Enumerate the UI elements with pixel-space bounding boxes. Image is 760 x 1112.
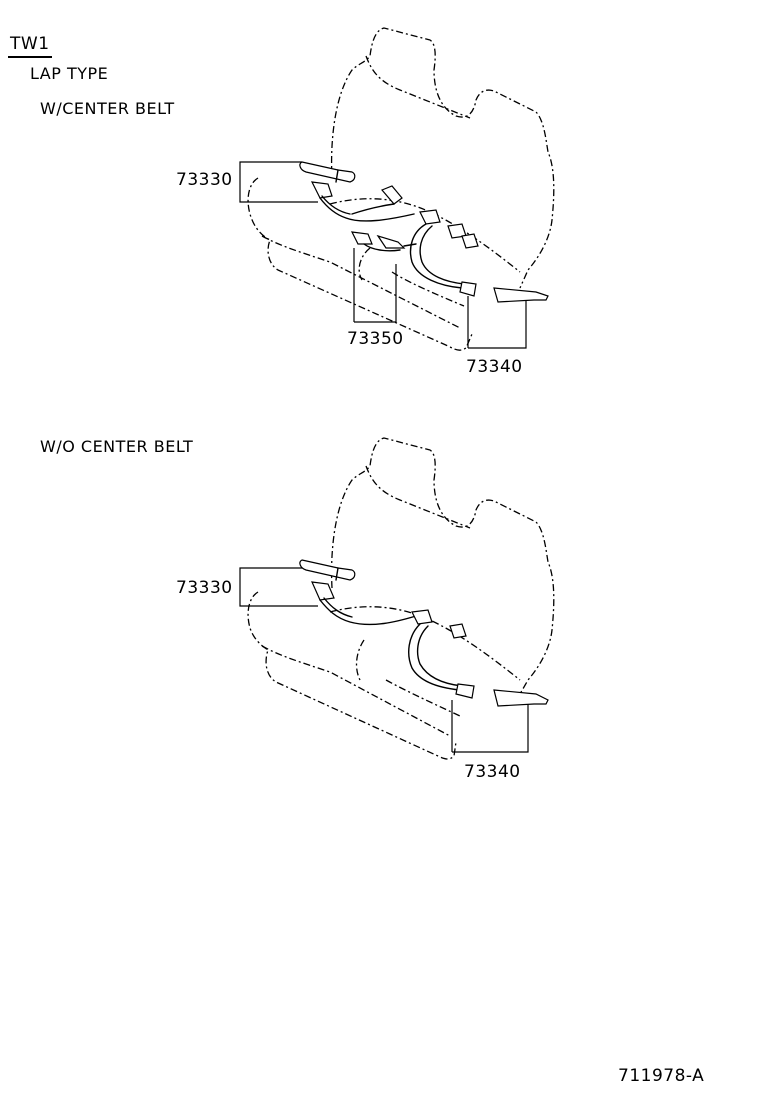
seat-assembly-with-center-belt [239,27,555,351]
seat-cushion-outline-2 [247,591,457,760]
type-label: LAP TYPE [30,64,109,83]
seat-back-contour-2 [365,465,471,529]
seat-back-outline [330,27,555,289]
seat-back-outline-2 [330,437,555,695]
seat-cushion-front [261,235,461,329]
section-title-without-center-belt: W/O CENTER BELT [40,437,194,456]
diagram-id: 711978-A [618,1066,705,1086]
seat-cushion-crease [358,247,465,307]
seat-cushion-outline [247,177,473,351]
outer-belt-left-2[interactable] [299,559,417,626]
part-number-73350[interactable]: 73350 [347,329,404,349]
seat-back-contour [365,55,471,119]
diagram-tag: TW1 [10,34,50,54]
part-number-73340-top[interactable]: 73340 [466,357,523,377]
leader-73330-bottom [239,567,318,607]
leader-73340-top [467,296,527,349]
outer-belt-right[interactable] [409,209,549,303]
center-belt[interactable] [350,185,417,252]
seat-cushion-crease-2 [355,639,461,717]
part-number-73330-bottom[interactable]: 73330 [176,578,233,598]
leader-73330-top [239,161,318,203]
outer-belt-right-2[interactable] [408,609,549,707]
part-number-73340-bottom[interactable]: 73340 [464,762,521,782]
tag-underline [8,56,52,58]
seat-cushion-inner [329,198,521,273]
part-number-73330-top[interactable]: 73330 [176,170,233,190]
outer-belt-left[interactable] [299,161,415,222]
seat-assembly-without-center-belt [239,437,555,760]
section-title-with-center-belt: W/CENTER BELT [40,99,175,118]
seat-cushion-inner-2 [329,606,521,681]
leader-73350 [353,248,397,323]
leader-73340-bottom [451,700,529,753]
seat-cushion-front-2 [261,645,451,737]
